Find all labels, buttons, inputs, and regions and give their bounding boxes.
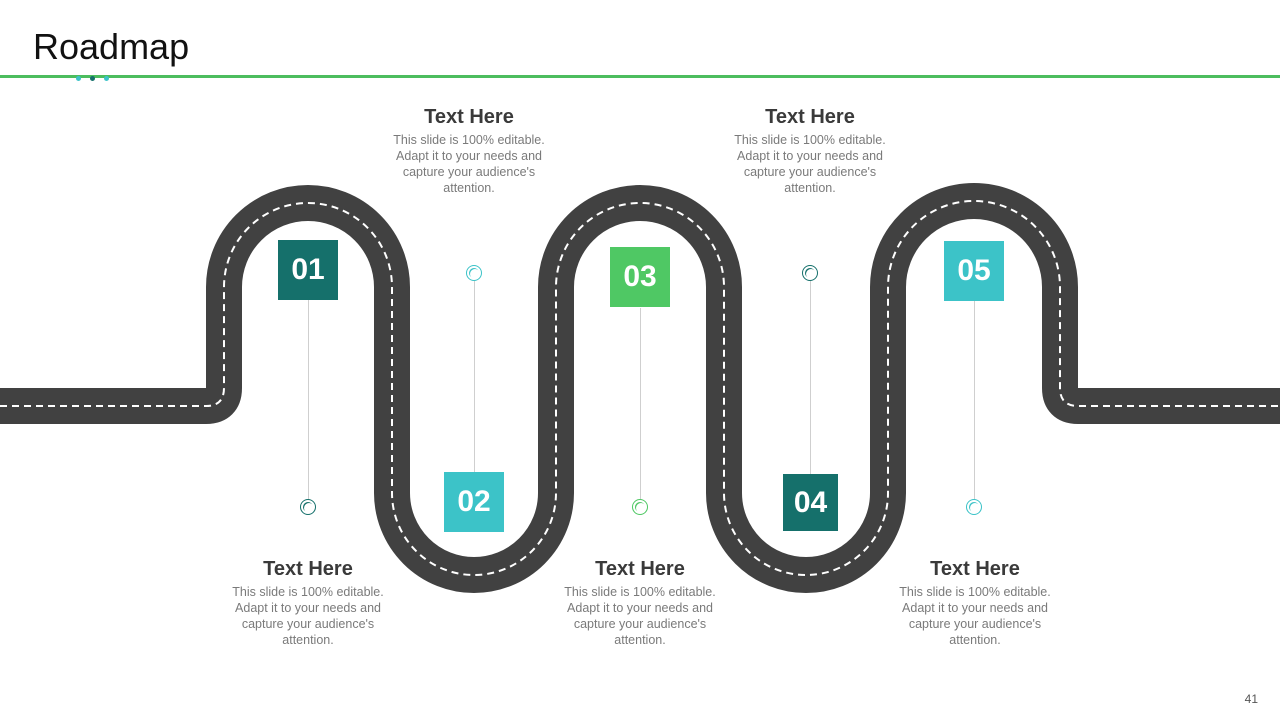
step-text-03: Text Here This slide is 100% editable. A…	[555, 558, 725, 648]
connector-line-05	[974, 300, 975, 500]
decoration-dot	[76, 76, 81, 81]
step-badge-03: 03	[610, 247, 670, 307]
step-heading: Text Here	[930, 558, 1020, 580]
slide-title: Roadmap	[33, 26, 190, 67]
connector-line-03	[640, 308, 641, 500]
step-text-01: Text Here This slide is 100% editable. A…	[223, 558, 393, 648]
step-description: This slide is 100% editable. Adapt it to…	[734, 133, 886, 195]
step-badge-04: 04	[783, 474, 838, 531]
marker-dot-03	[632, 499, 648, 515]
marker-core	[968, 501, 979, 512]
marker-core	[302, 501, 313, 512]
marker-core	[468, 267, 479, 278]
step-badge-01: 01	[278, 240, 338, 300]
decoration-dot	[90, 76, 95, 81]
marker-dot-01	[300, 499, 316, 515]
road-center-line	[0, 200, 1280, 576]
step-badge-02: 02	[444, 472, 504, 532]
title-underline	[0, 75, 1280, 78]
step-heading: Text Here	[765, 106, 855, 128]
connector-line-02	[474, 280, 475, 472]
step-badge-05: 05	[944, 241, 1004, 301]
step-heading: Text Here	[263, 558, 353, 580]
step-text-02: Text Here This slide is 100% editable. A…	[384, 106, 554, 196]
title-decoration-dots	[74, 76, 114, 82]
page-number: 41	[1244, 692, 1258, 706]
marker-core	[804, 267, 815, 278]
step-text-04: Text Here This slide is 100% editable. A…	[725, 106, 895, 196]
decoration-dot	[104, 76, 109, 81]
step-description: This slide is 100% editable. Adapt it to…	[564, 585, 716, 647]
marker-dot-04	[802, 265, 818, 281]
step-description: This slide is 100% editable. Adapt it to…	[393, 133, 545, 195]
step-description: This slide is 100% editable. Adapt it to…	[232, 585, 384, 647]
step-description: This slide is 100% editable. Adapt it to…	[899, 585, 1051, 647]
marker-dot-05	[966, 499, 982, 515]
connector-line-01	[308, 300, 309, 500]
step-heading: Text Here	[424, 106, 514, 128]
step-text-05: Text Here This slide is 100% editable. A…	[890, 558, 1060, 648]
marker-dot-02	[466, 265, 482, 281]
connector-line-04	[810, 280, 811, 474]
marker-core	[634, 501, 645, 512]
step-heading: Text Here	[595, 558, 685, 580]
